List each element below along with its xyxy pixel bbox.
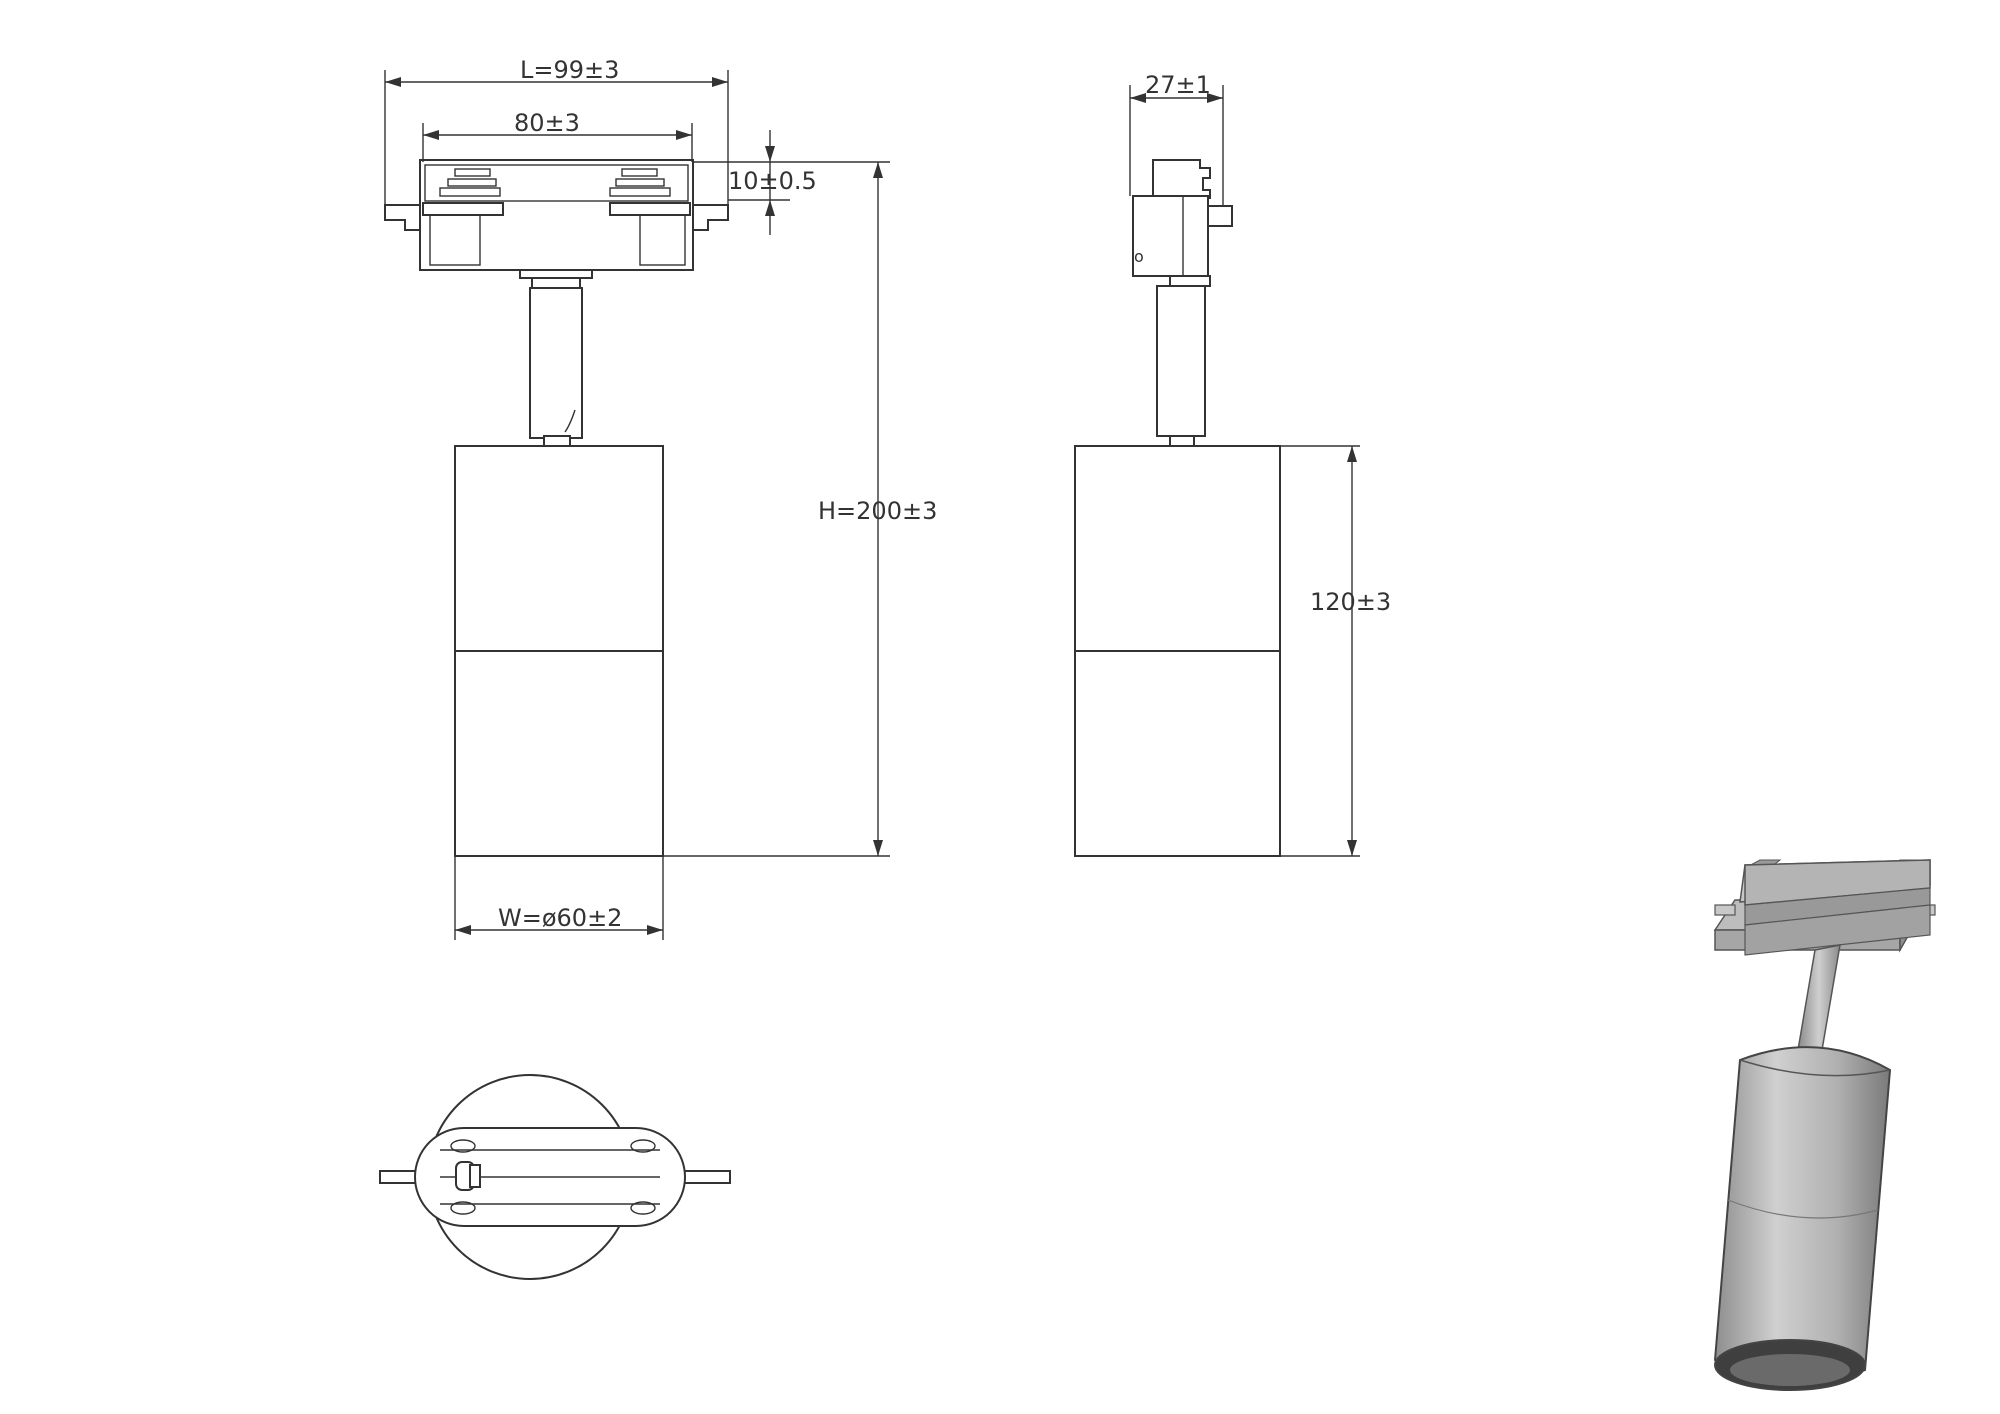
svg-text:o: o (1134, 247, 1144, 266)
adapter-clip-left (439, 168, 501, 197)
top-view (379, 1074, 731, 1280)
dimension-inner-length: 80±3 (514, 109, 580, 137)
dimension-adapter-height: 10±0.5 (728, 167, 817, 195)
dimension-side-width: 27±1 (1145, 71, 1211, 99)
dimension-total-height: H=200±3 (818, 497, 937, 525)
dimension-width: W=ø60±2 (498, 904, 622, 932)
side-dimensions: 27±1 120±3 (1129, 71, 1391, 857)
render-view (1713, 859, 1936, 1391)
dimension-body-height: 120±3 (1310, 588, 1391, 616)
front-view (384, 159, 729, 857)
adapter-clip-right (609, 168, 671, 197)
dimension-length: L=99±3 (520, 56, 619, 84)
side-view: o (1074, 159, 1281, 857)
front-dimensions: L=99±3 80±3 10±0.5 H=200±3 W=ø60±2 (384, 56, 937, 940)
